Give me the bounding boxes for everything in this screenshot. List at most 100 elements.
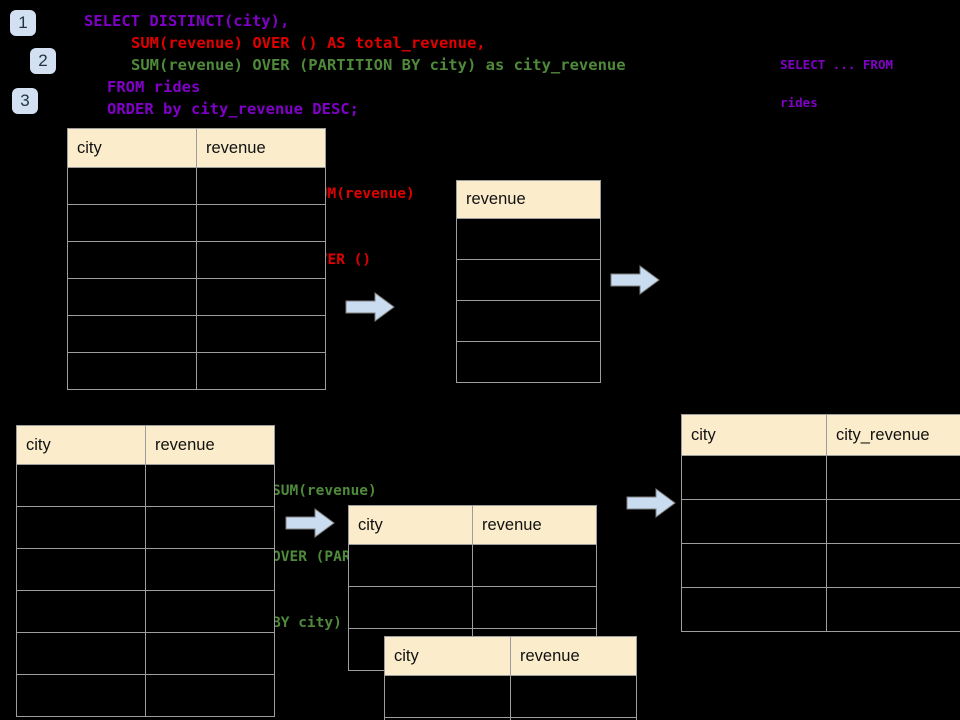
table-row [67,278,326,316]
table-row [67,352,326,390]
column-header-city: city [348,505,473,545]
total-revenue-table: revenue [456,180,601,383]
cell-city [67,241,197,279]
table-header-row: revenue [456,180,601,219]
column-header-revenue: revenue [510,636,637,676]
annotation-partition-line-3: BY city) [272,615,342,631]
partition-group-table-front: city revenue [384,636,637,720]
cell-revenue [196,278,326,316]
cell-revenue [145,590,275,633]
cell-revenue [145,674,275,717]
cell-city [681,499,827,544]
table-row [681,587,960,632]
cell-city-revenue [826,455,960,500]
table-row [681,499,960,544]
sql-line-from: FROM rides [107,78,201,96]
cell-revenue [145,464,275,507]
cell-revenue [145,548,275,591]
side-label-line-2: rides [780,95,818,110]
cell-revenue [472,586,597,629]
partition-group-table-back: city revenue [348,505,597,671]
column-header-revenue: revenue [472,505,597,545]
table-row [456,341,601,383]
column-header-revenue: revenue [456,180,601,219]
annotation-partition-line-1: SUM(revenue) [272,483,377,499]
cell-city [16,590,146,633]
column-header-city: city [67,128,197,168]
rides-source-table-top: city revenue [67,128,326,390]
table-row [681,455,960,500]
cell-revenue [196,204,326,242]
side-label-select-from: SELECT ... FROM rides [750,36,893,131]
table-header-row: city revenue [67,128,326,168]
cell-revenue [456,259,601,301]
cell-revenue [456,341,601,383]
cell-revenue [196,352,326,390]
cell-revenue [456,300,601,342]
sql-line-order-by: ORDER by city_revenue DESC; [107,100,359,118]
cell-city [16,674,146,717]
table-row [16,548,275,591]
table-row [16,590,275,633]
sql-line-city-revenue: SUM(revenue) OVER (PARTITION BY city) as… [131,56,626,74]
table-row [16,506,275,549]
table-row [384,675,637,718]
table-row [16,674,275,717]
cell-revenue [196,315,326,353]
table-row [348,586,597,629]
cell-city [16,548,146,591]
cell-revenue [196,167,326,205]
cell-revenue [196,241,326,279]
cell-city-revenue [826,543,960,588]
table-row [456,259,601,301]
column-header-city: city [681,414,827,456]
arrow-top-right [610,265,660,295]
table-header-row: city revenue [348,505,597,545]
step-badge-2[interactable]: 2 [30,48,56,74]
cell-city [348,544,473,587]
final-result-table: city city_revenue [681,414,960,632]
cell-city [16,632,146,675]
table-row [456,218,601,260]
cell-city-revenue [826,587,960,632]
table-row [16,632,275,675]
table-row [456,300,601,342]
cell-revenue [510,717,637,720]
step-badge-3[interactable]: 3 [12,88,38,114]
step-badge-1[interactable]: 1 [10,10,36,36]
column-header-city: city [16,425,146,465]
table-header-row: city city_revenue [681,414,960,456]
cell-city [67,315,197,353]
cell-revenue [510,675,637,718]
table-row [16,464,275,507]
cell-city [681,543,827,588]
table-row [67,204,326,242]
cell-revenue [145,632,275,675]
side-label-line-1: SELECT ... FROM [780,57,893,72]
table-row [67,315,326,353]
cell-city [681,455,827,500]
table-header-row: city revenue [16,425,275,465]
sql-line-select: SELECT DISTINCT(city), [84,12,290,30]
rides-source-table-bottom: city revenue [16,425,275,717]
annotation-total-line-1: SUM(revenue) [310,186,415,202]
table-row [384,717,637,720]
table-row [67,241,326,279]
arrow-bottom-left [285,508,335,538]
cell-revenue [456,218,601,260]
column-header-revenue: revenue [196,128,326,168]
arrow-top-left [345,292,395,322]
table-row [67,167,326,205]
sql-line-total-revenue: SUM(revenue) OVER () AS total_revenue, [131,34,486,52]
cell-city [67,204,197,242]
table-row [681,543,960,588]
cell-city [384,675,511,718]
table-row [348,544,597,587]
column-header-city: city [384,636,511,676]
cell-city [681,587,827,632]
cell-city [67,167,197,205]
table-header-row: city revenue [384,636,637,676]
cell-revenue [145,506,275,549]
cell-revenue [472,544,597,587]
